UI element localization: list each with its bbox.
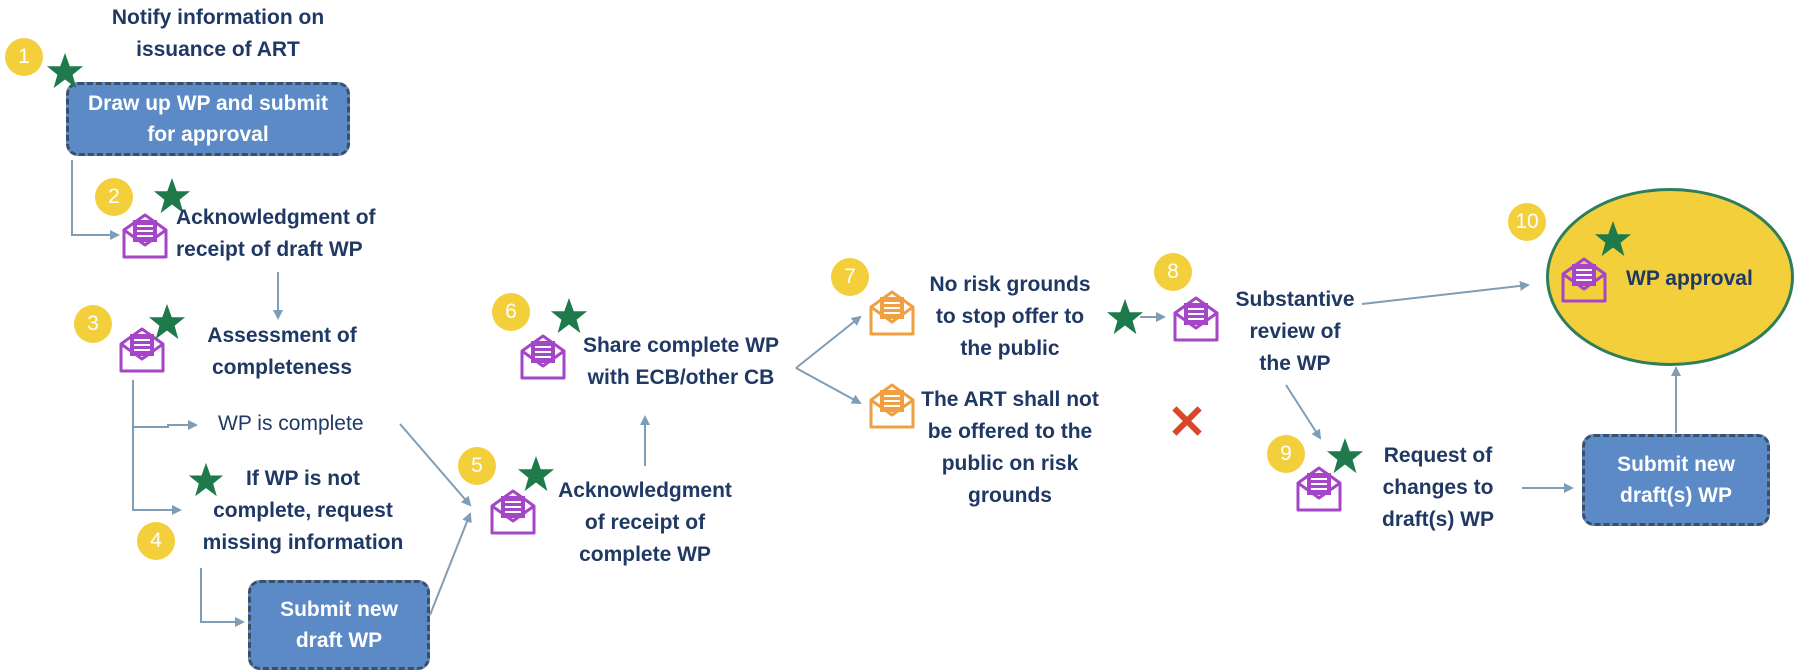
envelope-icon <box>490 489 536 535</box>
envelope-icon <box>122 213 168 259</box>
wp-incomplete-label: If WP is not complete, request missing i… <box>202 467 404 554</box>
step6-label: Share complete WP with ECB/other CB <box>582 334 780 389</box>
step9-box: Submit new draft(s) WP <box>1582 434 1770 526</box>
wp-complete-label: WP is complete <box>218 412 364 435</box>
step5-badge: 5 <box>458 447 496 485</box>
star-icon <box>46 52 84 89</box>
star-icon <box>188 462 224 497</box>
envelope-icon <box>869 290 915 336</box>
approval-oval <box>1546 188 1794 366</box>
step2-label: Acknowledgment of receipt of draft WP <box>176 206 376 261</box>
step1-title: Notify information on issuance of ART <box>111 6 325 61</box>
connector-3-complete <box>132 380 198 430</box>
step4-box: Submit new draft WP <box>248 580 430 670</box>
step9-badge: 9 <box>1267 435 1305 473</box>
connector-1-2 <box>71 160 120 240</box>
star-icon <box>550 297 588 334</box>
step7-no-label: The ART shall not be offered to the publ… <box>921 388 1099 507</box>
connector-4-box <box>200 568 245 627</box>
step7-badge: 7 <box>831 258 869 296</box>
star-icon <box>1326 437 1364 474</box>
envelope-icon <box>1173 296 1219 342</box>
connector-8-9 <box>1285 384 1322 440</box>
envelope-icon <box>119 327 165 373</box>
envelope-icon <box>520 334 566 380</box>
step10-label: WP approval <box>1626 267 1753 290</box>
star-icon <box>153 177 191 214</box>
step1-badge: 1 <box>5 38 43 76</box>
star-icon <box>517 455 555 492</box>
star-icon <box>1106 298 1144 335</box>
cross-icon <box>1172 406 1202 436</box>
connector-6-7b <box>795 367 862 404</box>
step9-label: Request of changes to draft(s) WP <box>1382 444 1494 531</box>
step3-badge: 3 <box>74 305 112 343</box>
connector-8-10 <box>1361 280 1530 305</box>
step7-ok-label: No risk grounds to stop offer to the pub… <box>929 273 1091 360</box>
envelope-icon <box>869 383 915 429</box>
envelope-icon <box>1296 466 1342 512</box>
connector-complete-5 <box>399 423 472 507</box>
step2-badge: 2 <box>95 178 133 216</box>
step8-badge: 8 <box>1154 253 1192 291</box>
envelope-icon <box>1561 257 1607 303</box>
connector-6-7a <box>795 315 862 369</box>
step8-label: Substantive review of the WP <box>1235 288 1355 375</box>
connector-box-5 <box>429 512 472 616</box>
connector-3-incomplete <box>132 380 182 515</box>
star-icon <box>148 303 186 340</box>
step4-badge: 4 <box>137 522 175 560</box>
step5-label: Acknowledgment of receipt of complete WP <box>558 479 732 566</box>
step3-label: Assessment of completeness <box>207 324 357 379</box>
step1-box: Draw up WP and submit for approval <box>66 82 350 156</box>
step6-badge: 6 <box>492 293 530 331</box>
step10-badge: 10 <box>1508 203 1546 241</box>
star-icon <box>1594 220 1632 257</box>
